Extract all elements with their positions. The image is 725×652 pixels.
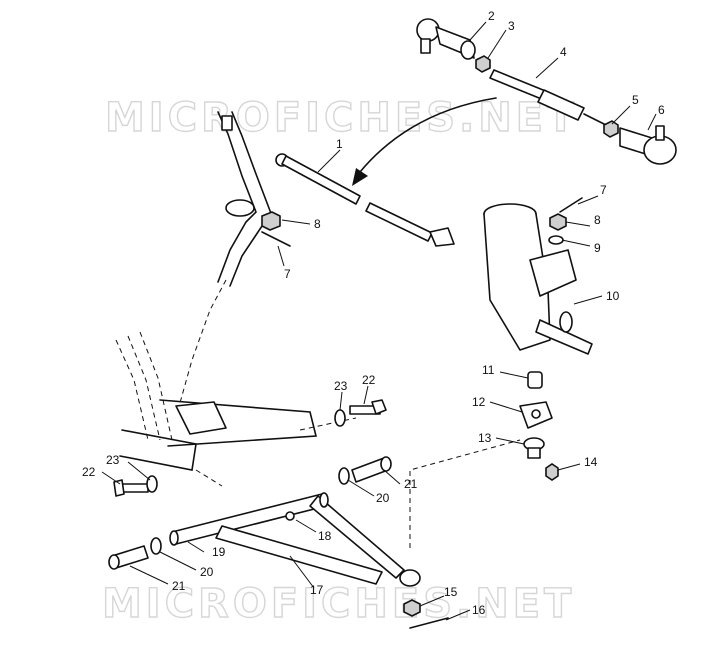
- callout-10: 10: [606, 289, 620, 303]
- pivot-sleeve-right: [351, 456, 392, 483]
- callout-1: 1: [336, 137, 343, 151]
- pivot-sleeve-left: [108, 545, 149, 570]
- tie-rod-end-right: [619, 125, 677, 165]
- callout-23-right: 23: [334, 379, 348, 393]
- tie-rod-end-left: [416, 18, 476, 60]
- steering-nut: [261, 211, 281, 231]
- callout-2: 2: [488, 9, 495, 23]
- lock-nut-small: [545, 463, 559, 481]
- jam-nut-left: [475, 55, 491, 73]
- callout-5: 5: [632, 93, 639, 107]
- callout-4: 4: [560, 45, 567, 59]
- pivot-bolt-right: [349, 399, 387, 415]
- watermark-top: MICROFICHES.NET: [105, 95, 578, 141]
- callout-8-left: 8: [314, 217, 321, 231]
- grease-fitting: [285, 511, 295, 521]
- callout-12: 12: [472, 395, 486, 409]
- pivot-washer-right: [334, 409, 346, 427]
- callout-8-right: 8: [594, 213, 601, 227]
- callout-21-right: 21: [404, 477, 418, 491]
- callout-17: 17: [310, 583, 324, 597]
- steering-column: [177, 111, 273, 411]
- callout-20-left: 20: [200, 565, 214, 579]
- pivot-washer-left-lower: [150, 537, 162, 555]
- callout-6: 6: [658, 103, 665, 117]
- callout-22-right: 22: [362, 373, 376, 387]
- leader-lines: [101, 21, 657, 621]
- tie-rod-inner: [275, 153, 455, 247]
- jam-nut-right: [603, 120, 619, 138]
- assembly-arrow: [352, 97, 497, 186]
- spindle: [483, 203, 593, 355]
- adjuster-sleeve: [489, 69, 609, 127]
- callout-14: 14: [584, 455, 598, 469]
- callout-7-left: 7: [284, 267, 291, 281]
- cotter-pin-bottom: [409, 617, 449, 629]
- callout-22-left: 22: [82, 465, 96, 479]
- ball-joint: [523, 437, 545, 459]
- callout-23-left: 23: [106, 453, 120, 467]
- callout-20-right: 20: [376, 491, 390, 505]
- washer-right: [548, 235, 564, 245]
- callout-3: 3: [508, 19, 515, 33]
- callout-18: 18: [318, 529, 332, 543]
- ball-joint-stud: [527, 371, 543, 389]
- pivot-washer-right-lower: [338, 467, 350, 485]
- lock-nut-bottom: [403, 599, 421, 617]
- a-arm: [169, 492, 421, 587]
- callout-16: 16: [472, 603, 486, 617]
- castle-nut-right: [549, 213, 567, 231]
- alignment-line: [409, 439, 521, 548]
- pivot-bolt-left: [113, 479, 149, 497]
- cotter-pin-right: [559, 197, 583, 213]
- frame-section: [115, 331, 357, 487]
- callout-21-left: 21: [172, 579, 186, 593]
- callout-9: 9: [594, 241, 601, 255]
- ball-joint-plate: [519, 401, 553, 429]
- cotter-pin-left: [261, 231, 291, 247]
- callout-15: 15: [444, 585, 458, 599]
- callout-7-right: 7: [600, 183, 607, 197]
- callout-11: 11: [482, 363, 495, 377]
- callout-19: 19: [212, 545, 226, 559]
- callout-13: 13: [478, 431, 492, 445]
- watermark-bottom: MICROFICHES.NET: [102, 581, 575, 627]
